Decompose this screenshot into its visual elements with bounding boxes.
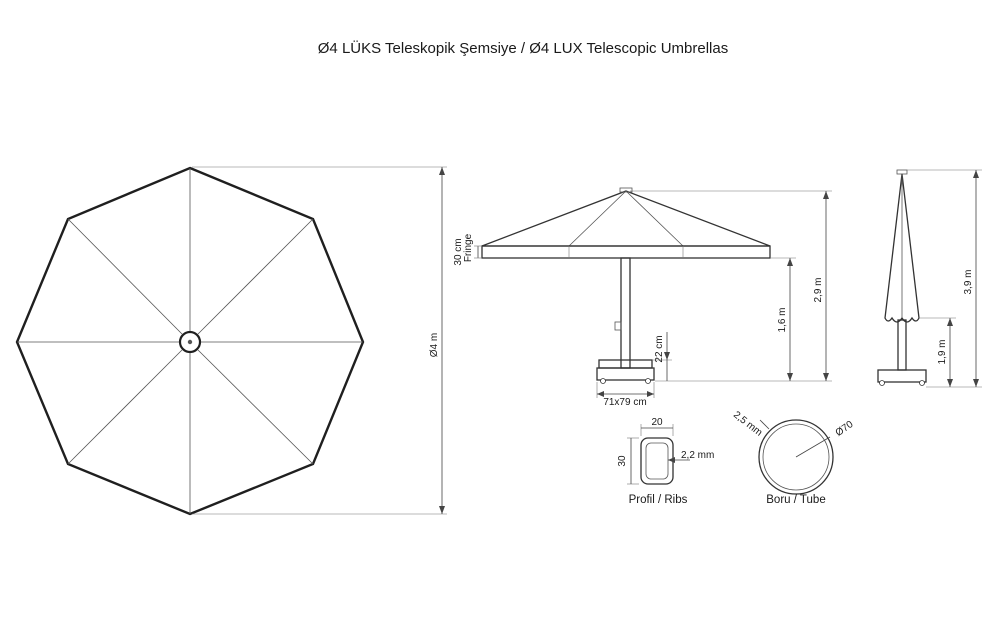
tube-detail: 2,5 mm Ø70 Boru / Tube [731, 409, 856, 506]
top-view-diameter-label: Ø4 m [429, 333, 440, 357]
open-canopy [481, 190, 771, 247]
tube-outer [758, 419, 834, 495]
center-hub-core [187, 339, 193, 345]
tube-diameter-label: Ø70 [834, 419, 856, 439]
profile-width-label: 20 [651, 417, 663, 428]
open-base [596, 367, 655, 381]
tube-diameter-leader [795, 436, 831, 458]
base-height-label: 22 cm [654, 335, 665, 362]
closed-base [877, 369, 927, 383]
open-total-height-dimension: 2,9 m [630, 190, 832, 382]
profile-detail: 20 30 2,2 mm Profil / Ribs [617, 417, 714, 506]
open-total-height-label: 2,9 m [813, 277, 824, 302]
canopy-ribs [17, 168, 363, 514]
closed-finial [896, 169, 908, 175]
open-base-plate [598, 359, 653, 369]
closed-total-height-label: 3,9 m [963, 269, 974, 294]
canopy-clearance-label: 1,6 m [777, 307, 788, 332]
canopy-finial [619, 187, 633, 193]
side-view-open: 30 cm Fringe 2,9 m 1,6 m 22 cm [453, 187, 832, 408]
base-size-dimension: 71x79 cm [596, 382, 655, 408]
tube-caption: Boru / Tube [766, 494, 825, 506]
closed-clearance-dimension: 1,9 m [919, 317, 956, 387]
pole-handle [614, 321, 622, 331]
canopy-clearance-dimension: 1,6 m [770, 257, 796, 381]
tube-wall-label: 2,5 mm [731, 409, 764, 438]
closed-pole [897, 319, 907, 371]
fringe-height-label: 30 cm [453, 238, 464, 265]
tube-inner [762, 423, 830, 491]
fringe-dimension: 30 cm Fringe [453, 233, 482, 266]
profile-caption: Profil / Ribs [629, 494, 688, 506]
profile-height-label: 30 [617, 455, 628, 467]
base-height-dimension: 22 cm [652, 332, 672, 381]
closed-clearance-label: 1,9 m [937, 339, 948, 364]
profile-wall-label: 2,2 mm [681, 450, 714, 461]
tube-wall-leader [759, 419, 770, 430]
open-pole [620, 257, 631, 369]
base-size-label: 71x79 cm [603, 397, 646, 408]
top-view-diameter-dimension: Ø4 m [192, 166, 447, 515]
fringe-label: Fringe [463, 233, 474, 262]
closed-total-height-dimension: 3,9 m [907, 169, 982, 388]
canopy-fringe [481, 245, 771, 259]
side-view-closed: 3,9 m 1,9 m [877, 169, 982, 388]
drawing-title: Ø4 LÜKS Teleskopik Şemsiye / Ø4 LUX Tele… [318, 39, 728, 57]
profile-inner [645, 442, 669, 480]
top-view: Ø4 m [15, 166, 447, 516]
